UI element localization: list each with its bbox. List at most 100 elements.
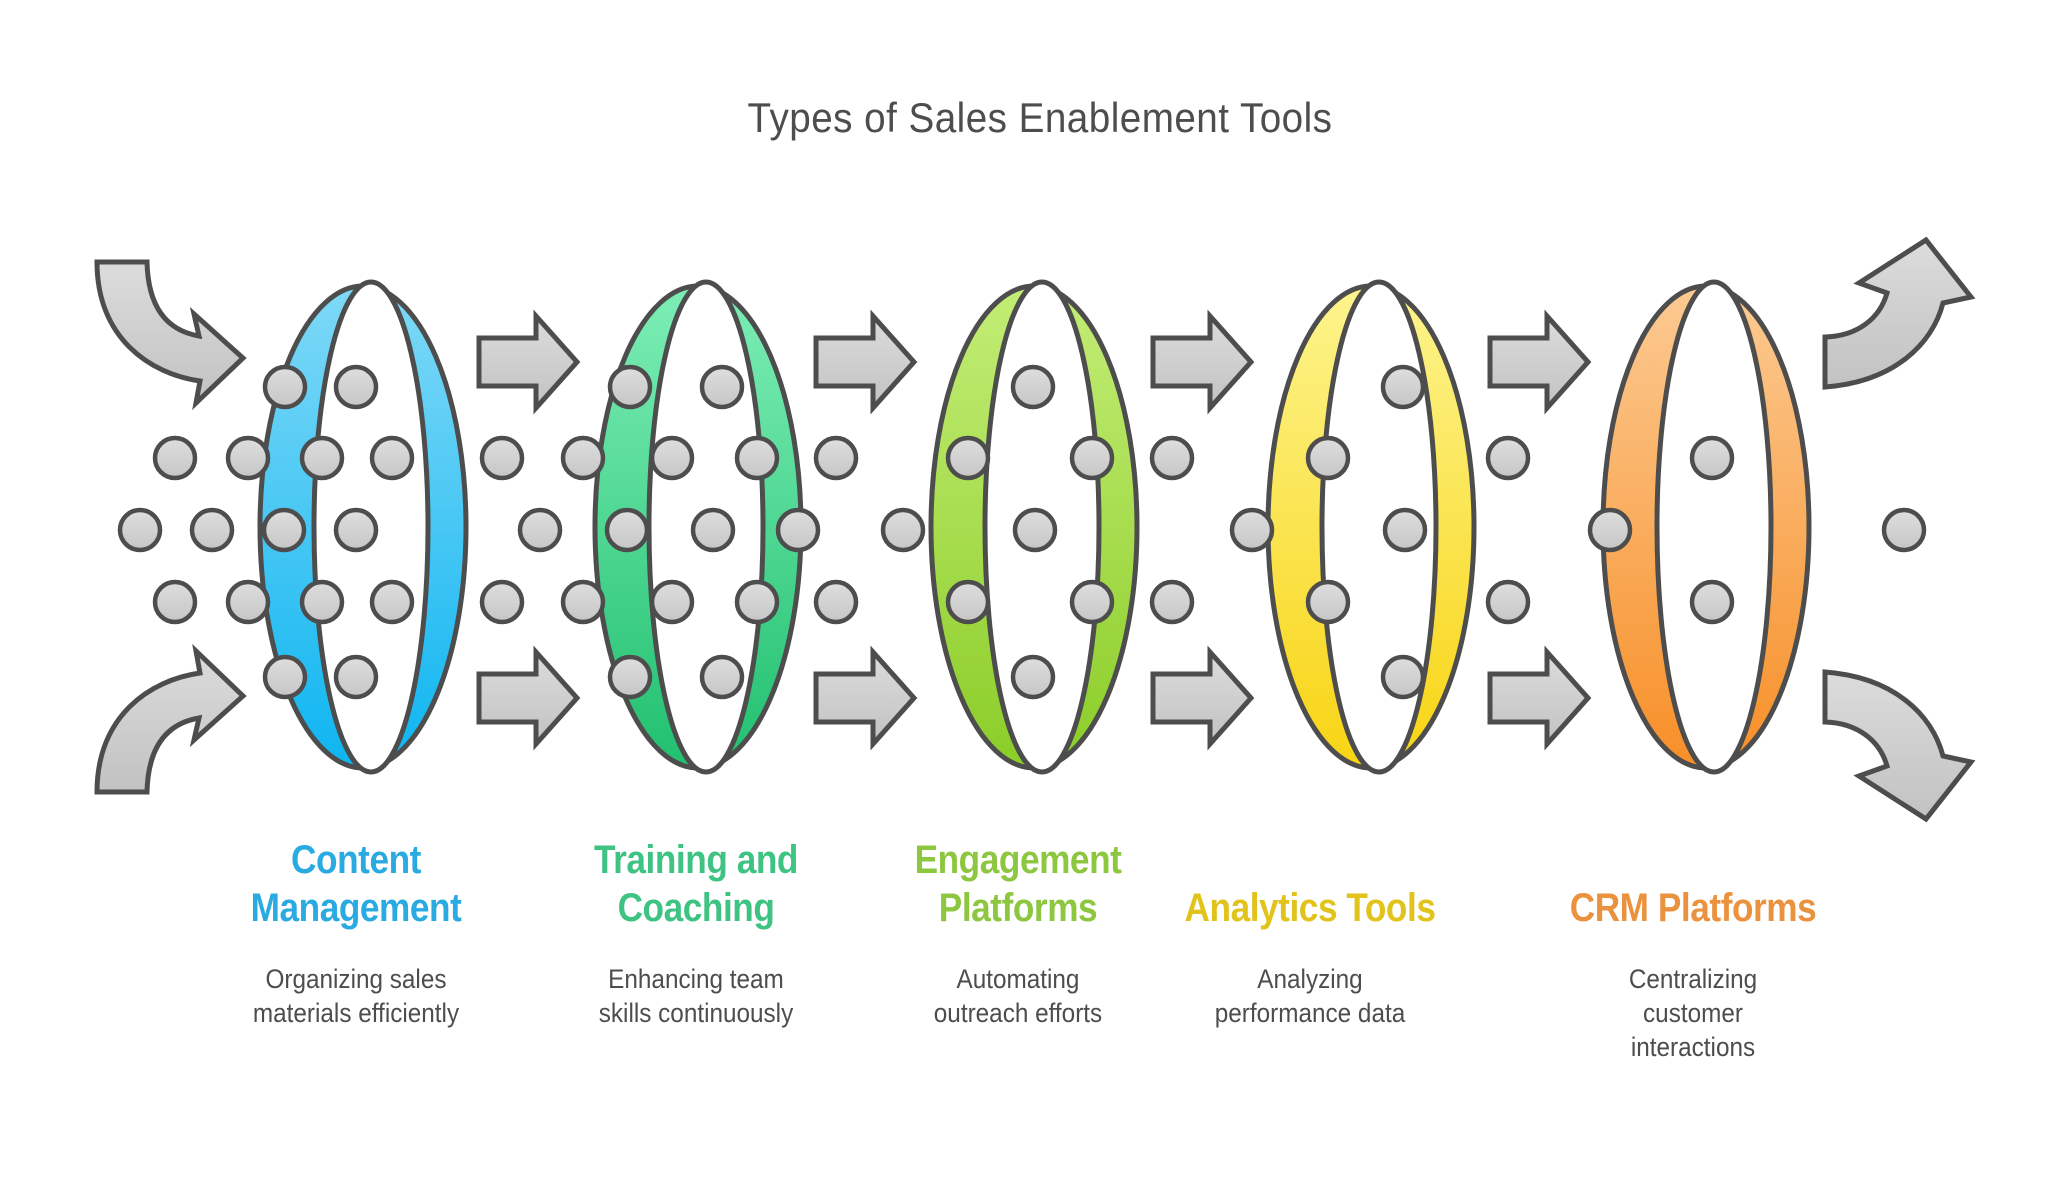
flow-dot [1881, 507, 1927, 553]
flow-dot [690, 507, 736, 553]
flow-dot [880, 507, 926, 553]
tool-description-line: performance data [1214, 998, 1406, 1028]
tool-description: Centralizing customer interactions [1567, 962, 1819, 1064]
flow-dot [1689, 579, 1735, 625]
flow-dot [1010, 654, 1056, 700]
tool-description-line: Centralizing [1628, 964, 1758, 994]
tool-heading-line: Content [291, 838, 421, 882]
flow-dot [945, 579, 991, 625]
flow-dot [1305, 435, 1351, 481]
tool-description-line: materials efficiently [252, 998, 460, 1028]
flow-dot [262, 654, 308, 700]
tool-description-line: interactions [1630, 1032, 1756, 1062]
tool-heading: Training and Coaching [594, 836, 798, 932]
tool-heading-line: Training and [594, 838, 798, 882]
flow-dot [1587, 507, 1633, 553]
tool-description-line: Analyzing [1257, 964, 1363, 994]
flow-dot [152, 435, 198, 481]
flow-dot [261, 507, 307, 553]
flow-dot [1380, 364, 1426, 410]
page-title: Types of Sales Enablement Tools [747, 94, 1333, 141]
flow-arrow [1487, 309, 1592, 415]
curved-arrow-outflow-top [1822, 236, 1976, 390]
flow-dot [945, 435, 991, 481]
flow-dot [1689, 435, 1735, 481]
flow-dot [333, 507, 379, 553]
flow-dot [604, 507, 650, 553]
flow-dot [734, 579, 780, 625]
tool-description: Analyzing performance data [1182, 962, 1439, 1030]
flow-dot [607, 654, 653, 700]
flow-arrow [476, 645, 581, 751]
flow-dot [1485, 435, 1531, 481]
tool-label-crm-platforms: CRM Platforms Centralizing customer inte… [1553, 836, 1833, 1064]
tool-description-line: Organizing sales [265, 964, 447, 994]
flow-dot [813, 579, 859, 625]
flow-dot [333, 364, 379, 410]
curved-arrow-inflow-bottom [94, 643, 247, 795]
flow-dot [517, 507, 563, 553]
flow-dot [649, 435, 695, 481]
flow-dot [1012, 507, 1058, 553]
tool-label-analytics-tools: Analytics Tools Analyzing performance da… [1167, 836, 1452, 1030]
flow-arrow [813, 645, 918, 751]
flow-dot [1229, 507, 1275, 553]
flow-dot [225, 579, 271, 625]
flow-dot [699, 654, 745, 700]
flow-dot [369, 579, 415, 625]
flow-dot [1149, 435, 1195, 481]
flow-dot [607, 364, 653, 410]
flow-arrow [813, 309, 918, 415]
tool-description-line: Automating [956, 964, 1080, 994]
tool-description-line: outreach efforts [933, 998, 1103, 1028]
tool-heading: Engagement Platforms [915, 836, 1122, 932]
flow-dot [560, 435, 606, 481]
tool-label-training-coaching: Training and Coaching Enhancing team ski… [580, 836, 812, 1030]
flow-dot [225, 435, 271, 481]
flow-dot [1069, 435, 1115, 481]
flow-dot [479, 579, 525, 625]
flow-dot [813, 435, 859, 481]
flow-dot [734, 435, 780, 481]
curved-arrow-inflow-top [94, 259, 247, 411]
flow-dot [1382, 507, 1428, 553]
tool-description-line: Enhancing team [608, 964, 784, 994]
tool-heading-line: CRM Platforms [1569, 886, 1817, 930]
flow-dot [369, 435, 415, 481]
flow-dot [1149, 579, 1195, 625]
tool-heading-line: Analytics Tools [1184, 886, 1436, 930]
tool-heading-line: Coaching [617, 886, 775, 930]
flow-dot [117, 507, 163, 553]
tool-label-engagement-platforms: Engagement Platforms Automating outreach… [900, 836, 1135, 1030]
tool-label-content-management: Content Management Organizing sales mate… [236, 836, 476, 1030]
flow-dot [1069, 579, 1115, 625]
flow-dot [262, 364, 308, 410]
tool-description: Enhancing team skills continuously [592, 962, 801, 1030]
tool-heading: CRM Platforms [1570, 836, 1817, 932]
flow-dot [479, 435, 525, 481]
tool-description-line: skills continuously [598, 998, 794, 1028]
tool-heading-line: Engagement [914, 838, 1122, 882]
tool-heading: Content Management [251, 836, 462, 932]
flow-dot [299, 435, 345, 481]
tool-heading-line: Management [250, 886, 462, 930]
flow-dot [333, 654, 379, 700]
flow-dot [775, 507, 821, 553]
tool-description: Organizing sales materials efficiently [248, 962, 464, 1030]
flow-dot [1380, 654, 1426, 700]
tool-heading-line: Platforms [938, 886, 1098, 930]
flow-dot [699, 364, 745, 410]
curved-arrow-outflow-bottom [1822, 669, 1976, 823]
flow-dot [1010, 364, 1056, 410]
tool-description-line: customer [1643, 998, 1743, 1028]
flow-dot [152, 579, 198, 625]
flow-dot [299, 579, 345, 625]
flow-dot [1305, 579, 1351, 625]
flow-arrow [1150, 309, 1255, 415]
flow-arrow [1487, 645, 1592, 751]
flow-arrow [476, 309, 581, 415]
flow-dot [649, 579, 695, 625]
flow-dot [1485, 579, 1531, 625]
